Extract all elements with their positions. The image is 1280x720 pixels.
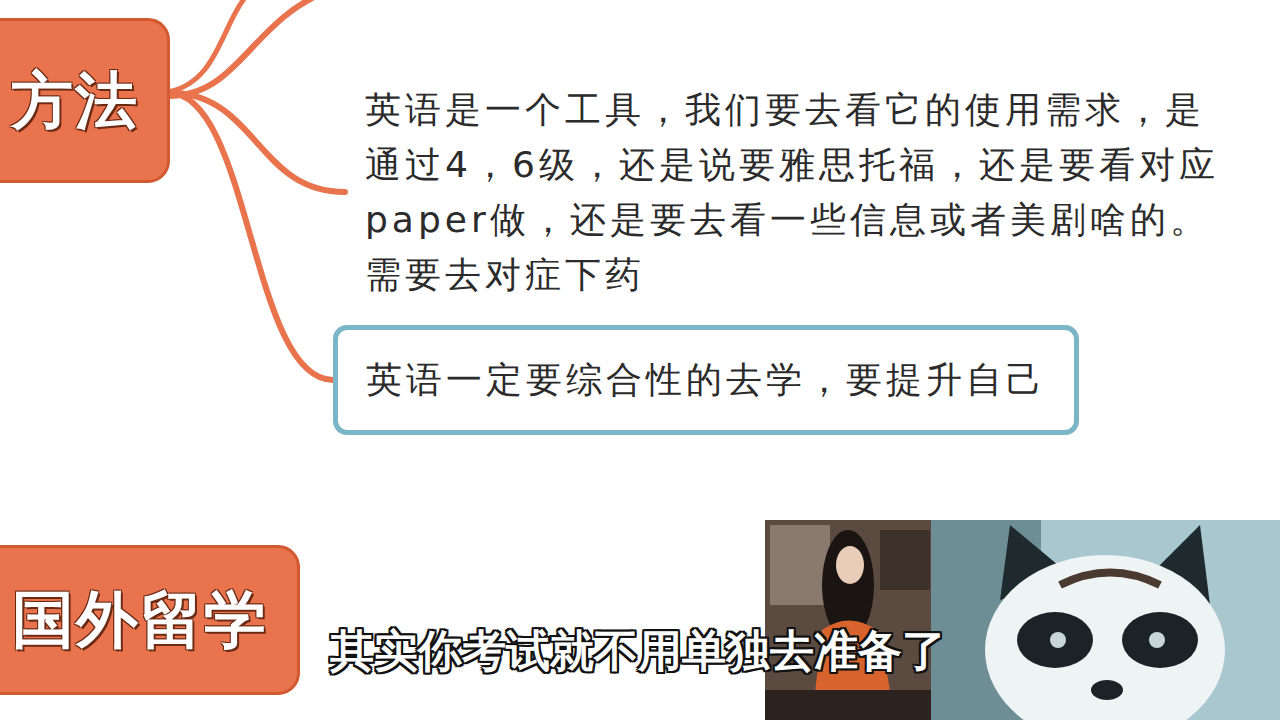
raccoon-eye [1149, 632, 1165, 648]
node-text: 英语是一个工具，我们要去看它的使用需求，是 通过4，6级，还是说要雅思托福，还是… [365, 82, 1219, 302]
branch-node: 国外留学 [0, 545, 300, 695]
raccoon-face [985, 555, 1225, 720]
node-text: 方法 [11, 59, 139, 143]
topic-box: 英语一定要综合性的去学，要提升自己 [333, 325, 1079, 435]
video-inset [765, 520, 1280, 720]
text-line: 英语是一个工具，我们要去看它的使用需求，是 [365, 82, 1219, 137]
branch-connector [168, 93, 333, 381]
text-line: paper做，还是要去看一些信息或者美剧啥的。 [365, 192, 1219, 247]
node-text: 国外留学 [12, 578, 268, 662]
node-text: 英语一定要综合性的去学，要提升自己 [366, 356, 1046, 405]
raccoon-goggles [1060, 573, 1160, 586]
branch-decor [168, 0, 330, 96]
video-room [765, 520, 933, 720]
raccoon-eye-patch [1017, 612, 1093, 668]
text-line: 英语一定要综合性的去学，要提升自己 [366, 359, 1046, 400]
desk [765, 690, 933, 720]
raccoon-eye [1050, 632, 1066, 648]
topic-text: 英语是一个工具，我们要去看它的使用需求，是 通过4，6级，还是说要雅思托福，还是… [345, 72, 1239, 312]
branch-curve [168, 0, 270, 92]
text-line: 方法 [11, 64, 139, 137]
raccoon-nose [1091, 680, 1123, 700]
text-line: 通过4，6级，还是说要雅思托福，还是要看对应 [365, 137, 1219, 192]
raccoon-eye-patch [1122, 612, 1198, 668]
text-line: 国外留学 [12, 583, 268, 656]
person-face [836, 546, 864, 584]
subtitle: 其实你考试就不用单独去准备了 [330, 622, 946, 681]
text-line: 需要去对症下药 [365, 247, 1219, 302]
branch-node: 方法 [0, 18, 170, 183]
room-window [770, 525, 830, 605]
room-shelf [880, 530, 930, 590]
